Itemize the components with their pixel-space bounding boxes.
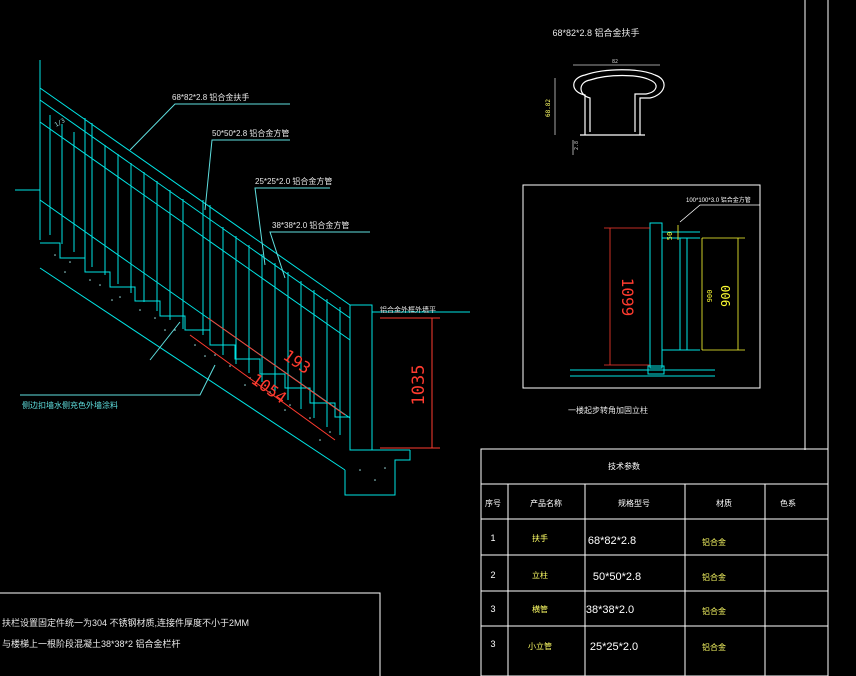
table-cell-material: 铝合金 xyxy=(702,642,726,652)
table-row-4: 3 小立管 25*25*2.0 铝合金 xyxy=(490,639,726,653)
stair-slab-end xyxy=(344,450,411,496)
detail-leader xyxy=(679,204,760,223)
leader-small-tube xyxy=(254,187,330,266)
handrail-profile-outer xyxy=(573,69,665,135)
section-dim-lip: 2.8 xyxy=(574,141,580,150)
leader-rail xyxy=(269,231,370,279)
table-cell-name: 小立管 xyxy=(528,641,552,651)
stair-steps-upper xyxy=(40,242,410,451)
table-headers: 序号 产品名称 规格型号 材质 色系 xyxy=(485,498,796,508)
stair-slab-bottom xyxy=(39,267,346,471)
tech-table xyxy=(480,448,829,676)
table-cell-name: 扶手 xyxy=(532,533,548,543)
table-cell-spec: 50*50*2.8 xyxy=(593,571,641,583)
detail-dim-900b: 900 xyxy=(706,290,714,303)
dim-1054-text: 1054 xyxy=(248,370,290,408)
detail-post-body xyxy=(649,222,663,369)
callout-small-tube: 25*25*2.0 铝合金方管 xyxy=(255,176,332,186)
leader-post xyxy=(204,139,290,211)
slope-note-text: 1/3 xyxy=(54,117,67,129)
table-header-index: 序号 xyxy=(485,498,501,508)
detail-callout: 100*100*3.0 铝合金方管 xyxy=(686,196,751,204)
note-line-2: 与楼梯上一根阶段混凝土38*38*2 铝合金栏杆 xyxy=(2,638,181,649)
dim-193-line xyxy=(207,317,346,416)
callout-handrail: 68*82*2.8 铝合金扶手 xyxy=(172,92,249,102)
callout-end-post: 铝合金外框外墙平 xyxy=(380,305,436,314)
notes-box xyxy=(0,592,381,676)
leader-side-note xyxy=(20,364,216,396)
handrail-bottom-line xyxy=(39,99,351,319)
callout-post: 50*50*2.8 铝合金方管 xyxy=(212,128,289,138)
section-label: 68*82*2.8 铝合金扶手 xyxy=(552,27,639,38)
end-post xyxy=(349,304,373,451)
detail-dim-900: 900 xyxy=(719,285,733,307)
drawing-frame xyxy=(804,0,829,676)
table-row-1: 1 扶手 68*82*2.8 铝合金 xyxy=(490,533,726,547)
detail-post xyxy=(570,222,715,377)
table-cell-index: 1 xyxy=(490,533,495,543)
table-header-material: 材质 xyxy=(716,498,732,508)
detail-caption: 一楼起步转角加固立柱 xyxy=(568,405,648,415)
section-dim-width: 82 xyxy=(612,59,618,65)
section-dim-height: 68.82 xyxy=(545,99,552,117)
leader-handrail xyxy=(129,103,290,151)
stair-elevation xyxy=(15,60,470,496)
handrail-section xyxy=(573,69,665,136)
table-title: 技术参数 xyxy=(608,461,640,471)
table-cell-spec: 38*38*2.0 xyxy=(586,604,634,616)
table-cell-name: 立柱 xyxy=(532,570,548,580)
side-note-text: 侧边扣墙水侧充色外墙涂料 xyxy=(22,400,118,410)
table-row-2: 2 立柱 50*50*2.8 铝合金 xyxy=(490,570,726,583)
table-header-color: 色系 xyxy=(780,498,796,508)
detail-dims-yellow xyxy=(677,225,745,351)
table-header-spec: 规格型号 xyxy=(618,498,650,508)
table-cell-material: 铝合金 xyxy=(702,606,726,616)
table-row-3: 3 横管 38*38*2.0 铝合金 xyxy=(490,604,726,616)
callout-rail: 38*38*2.0 铝合金方管 xyxy=(272,220,349,230)
note-line-1: 扶栏设置固定件统一为304 不锈钢材质,连接件厚度不小于2MM xyxy=(2,617,249,628)
table-cell-material: 铝合金 xyxy=(702,572,726,582)
detail-frame xyxy=(522,184,761,389)
stair-dimensions xyxy=(189,317,440,449)
table-cell-spec: 25*25*2.0 xyxy=(590,641,638,653)
callout-leaders xyxy=(20,103,370,396)
rail-mid-line xyxy=(39,121,351,341)
table-cell-name: 横管 xyxy=(532,604,548,614)
detail-dim-1099: 1099 xyxy=(618,278,637,317)
table-cell-index: 3 xyxy=(490,604,495,614)
detail-dim-50: 50 xyxy=(666,232,674,240)
leader-slope xyxy=(149,321,181,361)
table-header-name: 产品名称 xyxy=(530,498,562,508)
table-cell-index: 3 xyxy=(490,639,495,649)
concrete-hatch xyxy=(54,254,386,481)
detail-dims xyxy=(604,227,650,366)
detail-base-plate xyxy=(647,365,665,375)
table-outline xyxy=(480,448,829,676)
table-cell-index: 2 xyxy=(490,570,495,580)
table-cell-material: 铝合金 xyxy=(702,537,726,547)
handrail-profile-inner xyxy=(580,74,657,132)
table-cell-spec: 68*82*2.8 xyxy=(588,535,636,547)
balusters xyxy=(49,115,341,435)
section-dims xyxy=(554,64,660,155)
dim-1054-line xyxy=(189,334,336,441)
dim-1035-text: 1035 xyxy=(409,365,429,406)
